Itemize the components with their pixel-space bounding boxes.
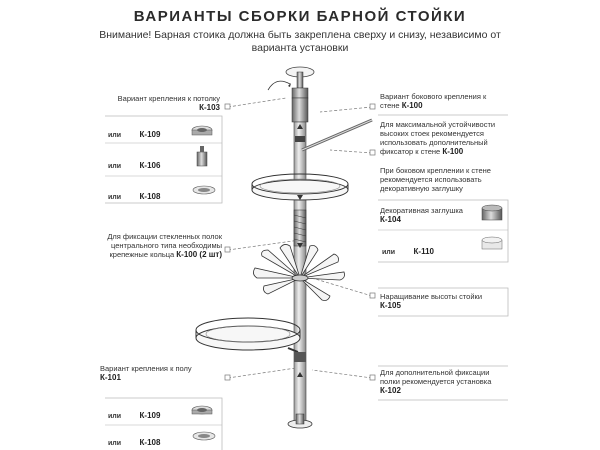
or-label: или (382, 249, 396, 256)
ceiling-mount (267, 66, 315, 123)
side-mount-label-text: Вариант бокового крепления к стене (380, 92, 487, 110)
thumb-k110 (481, 236, 503, 250)
side-mount-label: Вариант бокового крепления к стене К-100 (380, 92, 505, 110)
ceiling-option-1: или К-109 (108, 124, 160, 142)
thumb-k108-bottom (192, 431, 216, 441)
floor-option-2: или К-108 (108, 432, 160, 450)
upper-tray (251, 173, 349, 201)
or-label: или (108, 163, 122, 170)
floor-option-1: или К-109 (108, 405, 160, 423)
stability-note-text: Для максимальной устойчивости высоких ст… (380, 120, 496, 156)
part-code: К-106 (139, 161, 161, 170)
stability-note: Для максимальной устойчивости высоких ст… (380, 120, 508, 156)
part-code: К-109 (139, 411, 161, 420)
ceiling-option-3: или К-108 (108, 186, 160, 204)
ceiling-mount-label: Вариант крепления к потолку К-103 (100, 94, 220, 112)
page-subtitle: Внимание! Барная стоика должна быть закр… (99, 29, 501, 54)
decorative-plug: Декоративная заглушка К-104 (380, 206, 480, 224)
or-label: или (108, 440, 122, 447)
page-title: ВАРИАНТЫ СБОРКИ БАРНОЙ СТОЙКИ (133, 8, 467, 25)
leader-lines (227, 97, 373, 379)
plug-note: При боковом креплении к стене рекомендуе… (380, 166, 491, 193)
thumb-k109-bottom (191, 405, 213, 415)
thumb-k104 (481, 204, 503, 221)
glass-shelf-note: Для фиксации стекленных полок центрально… (100, 232, 222, 259)
glass-shelf-note-text: Для фиксации стекленных полок центрально… (107, 232, 222, 259)
decorative-plug-text: Декоративная заглушка (380, 206, 463, 215)
or-label: или (108, 413, 122, 420)
or-label: или (108, 132, 122, 139)
part-code: К-108 (139, 192, 161, 201)
fan-shelf (253, 244, 345, 301)
part-code: К-110 (413, 247, 434, 256)
extension-label-text: Наращивание высоты стойки (380, 292, 483, 301)
floor-mount-label: Вариант крепления к полу К-101 (100, 364, 220, 382)
plug-option-alt: или К-110 (382, 241, 434, 259)
thumb-k109-top (191, 125, 213, 136)
floor-mount-code: К-101 (100, 373, 121, 382)
extra-fix-code: К-102 (380, 386, 401, 395)
stability-code: К-100 (442, 147, 464, 156)
decorative-plug-code: К-104 (380, 215, 401, 224)
lower-tray (195, 317, 301, 353)
extension-label: Наращивание высоты стойки К-105 (380, 292, 508, 310)
extension-code: К-105 (380, 301, 401, 310)
or-label: или (108, 194, 122, 201)
ceiling-mount-label-text: Вариант крепления к потолку (117, 94, 220, 103)
thumb-k106 (196, 146, 208, 167)
extra-fix-label-text: Для дополнительной фиксации полки рекоме… (380, 368, 492, 386)
ceiling-option-2: или К-106 (108, 155, 160, 173)
floor-mount-label-text: Вариант крепления к полу (100, 364, 192, 373)
thumb-k108-top (192, 185, 216, 195)
side-mount-code: К-100 (401, 101, 423, 110)
ceiling-mount-code: К-103 (199, 103, 220, 112)
extra-fix-label: Для дополнительной фиксации полки рекоме… (380, 368, 508, 395)
part-code: К-108 (139, 438, 161, 447)
part-code: К-109 (139, 130, 161, 139)
floor-mount (287, 352, 313, 429)
glass-shelf-code: К-100 (2 шт) (176, 250, 222, 259)
side-wall-bracket (295, 118, 373, 152)
